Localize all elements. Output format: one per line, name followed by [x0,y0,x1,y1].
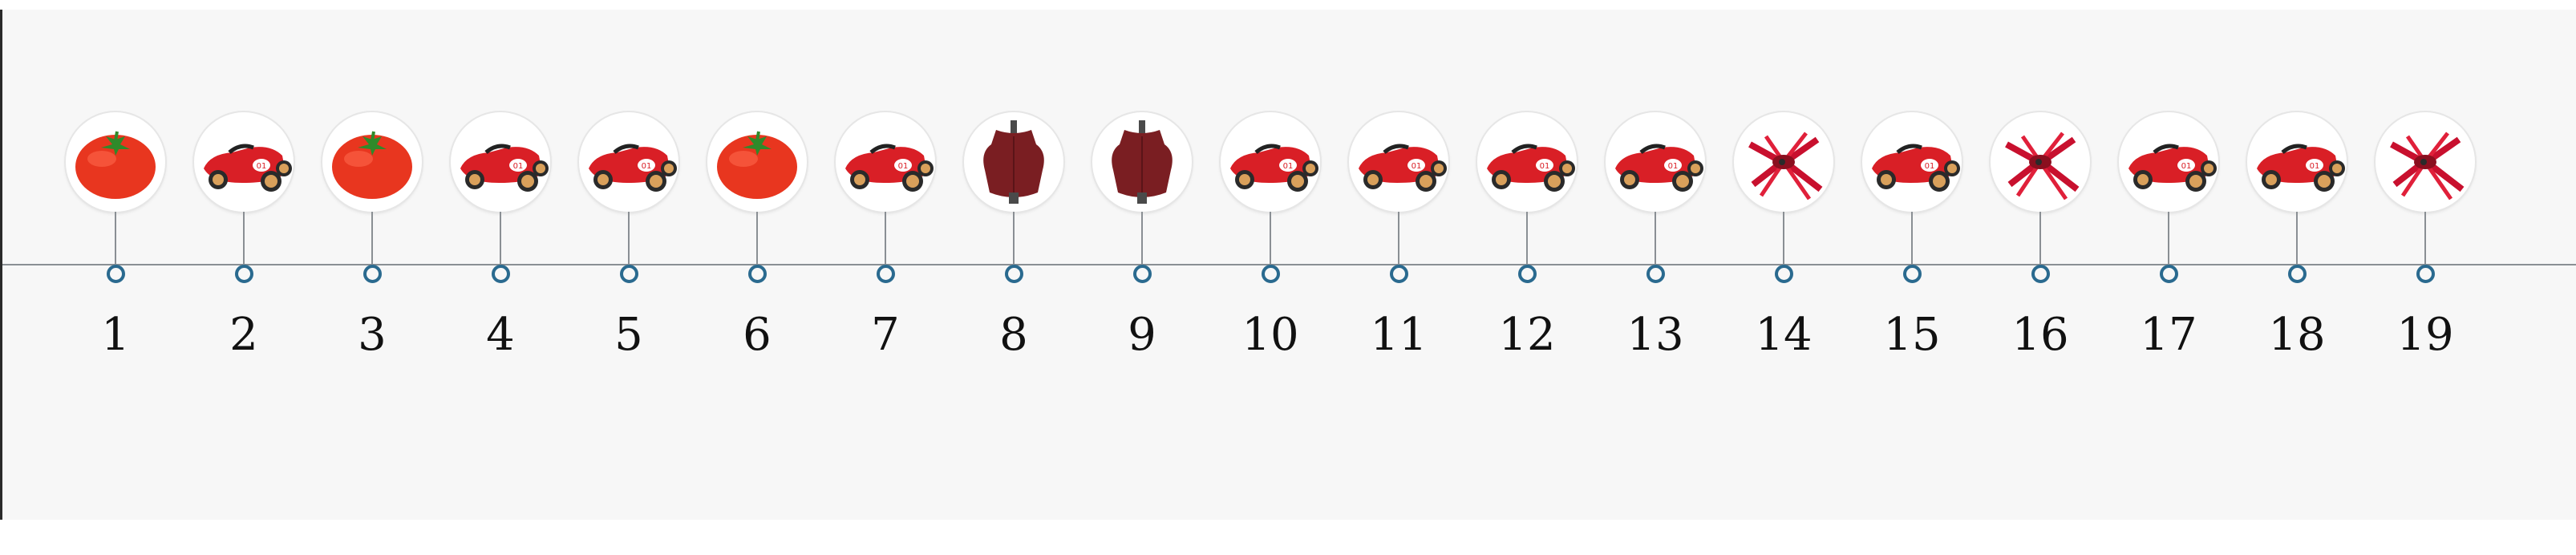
timeline-node[interactable] [1005,265,1023,283]
timeline-stem [756,212,758,265]
timeline-stem [1655,212,1656,265]
timeline-stem [115,212,116,265]
timeline-node[interactable] [2416,265,2435,283]
timeline-node[interactable] [2160,265,2178,283]
timeline-stem [1270,212,1271,265]
timeline-stem [500,212,501,265]
timeline-label: 7 [871,309,900,361]
timeline-node[interactable] [1775,265,1793,283]
timeline-stem [2039,212,2041,265]
timeline-stem [628,212,630,265]
svg-text:01: 01 [642,162,652,171]
timeline-label: 10 [1241,309,1299,361]
race-car-icon[interactable]: 01 [1349,112,1448,212]
timeline-node[interactable] [1518,265,1537,283]
tomato-icon[interactable] [322,112,422,212]
timeline-stem [1783,212,1784,265]
timeline-node[interactable] [2288,265,2307,283]
timeline-node[interactable] [2031,265,2050,283]
svg-text:01: 01 [2181,162,2192,171]
race-car-icon[interactable]: 01 [836,112,935,212]
timeline-label: 9 [1128,309,1156,361]
timeline-node[interactable] [235,265,253,283]
timeline-node[interactable] [1646,265,1665,283]
timeline-panel: 1 01 2 3 01 4 01 5 6 01 7 [0,10,2576,520]
timeline-node[interactable] [363,265,382,283]
svg-text:01: 01 [1668,162,1679,171]
race-car-icon[interactable]: 01 [1606,112,1705,212]
timeline-label: 5 [614,309,643,361]
timeline-label: 13 [1626,309,1684,361]
timeline-label: 17 [2140,309,2197,361]
svg-text:01: 01 [1925,162,1935,171]
timeline-stem [371,212,373,265]
timeline-label: 4 [486,309,515,361]
tomato-icon[interactable] [707,112,807,212]
timeline-stem [1911,212,1913,265]
race-car-icon[interactable]: 01 [579,112,678,212]
timeline-stem [1141,212,1143,265]
dress-form-icon[interactable] [964,112,1063,212]
timeline-node[interactable] [748,265,767,283]
svg-text:01: 01 [257,162,267,171]
timeline-node[interactable] [877,265,895,283]
timeline-node[interactable] [1390,265,1408,283]
timeline-label: 6 [743,309,772,361]
timeline-stem [243,212,245,265]
timeline-stem [1398,212,1399,265]
timeline-label: 12 [1498,309,1556,361]
timeline-label: 14 [1755,309,1813,361]
timeline-node[interactable] [620,265,638,283]
timeline-label: 16 [2011,309,2069,361]
timeline-node[interactable] [1903,265,1922,283]
tomato-icon[interactable] [66,112,165,212]
ribbon-plane-icon[interactable] [1734,112,1833,212]
timeline-label: 3 [358,309,387,361]
dress-form-icon[interactable] [1092,112,1192,212]
timeline-stem [2424,212,2426,265]
timeline-node[interactable] [492,265,510,283]
svg-text:01: 01 [898,162,909,171]
race-car-icon[interactable]: 01 [2247,112,2347,212]
timeline-label: 18 [2268,309,2326,361]
timeline-label: 2 [229,309,258,361]
svg-text:01: 01 [2310,162,2320,171]
timeline-stem [2296,212,2298,265]
race-car-icon[interactable]: 01 [2119,112,2218,212]
race-car-icon[interactable]: 01 [194,112,294,212]
svg-text:01: 01 [1283,162,1294,171]
race-car-icon[interactable]: 01 [1221,112,1320,212]
timeline-node[interactable] [1262,265,1280,283]
timeline-label: 8 [999,309,1028,361]
timeline-axis [2,264,2576,265]
timeline-label: 11 [1370,309,1428,361]
timeline-stem [2168,212,2169,265]
timeline-node[interactable] [1133,265,1152,283]
svg-text:01: 01 [1412,162,1422,171]
timeline-label: 1 [101,309,130,361]
ribbon-plane-icon[interactable] [1991,112,2090,212]
svg-text:01: 01 [1540,162,1550,171]
timeline-node[interactable] [107,265,125,283]
ribbon-plane-icon[interactable] [2376,112,2475,212]
race-car-icon[interactable]: 01 [1477,112,1577,212]
race-car-icon[interactable]: 01 [1862,112,1962,212]
timeline-stem [1526,212,1528,265]
timeline-label: 15 [1883,309,1941,361]
timeline-label: 19 [2396,309,2454,361]
timeline-stem [885,212,886,265]
svg-text:01: 01 [513,162,524,171]
race-car-icon[interactable]: 01 [451,112,550,212]
timeline-stem [1013,212,1015,265]
